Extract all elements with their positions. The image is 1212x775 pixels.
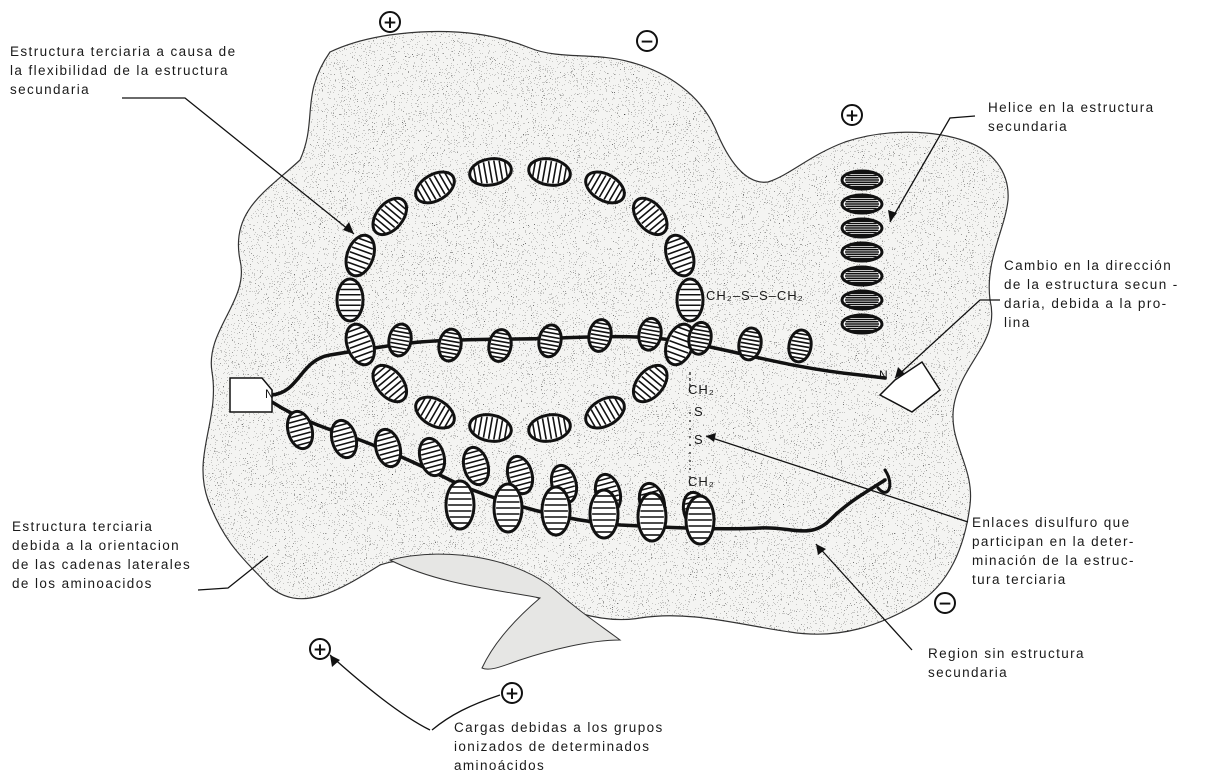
helix-turn xyxy=(842,219,882,237)
helix-turn xyxy=(677,279,703,321)
plus-charge-icon: + xyxy=(379,11,401,33)
helix-turn xyxy=(842,267,882,285)
protein-globule xyxy=(180,20,1040,669)
plus-charge-icon: + xyxy=(841,104,863,126)
bridge-s-1: S xyxy=(694,404,704,419)
helix-turn xyxy=(842,315,882,333)
helix-turn xyxy=(542,487,570,535)
minus-charge-icon: − xyxy=(934,592,956,614)
n-terminal-left-label: N xyxy=(265,387,274,401)
label-side-chain-orientation: Estructura terciaria debida a la orienta… xyxy=(12,517,191,593)
bridge-ch2-bottom: CH₂ xyxy=(688,474,715,489)
minus-charge-icon: − xyxy=(636,30,658,52)
label-region-without-secondary: Region sin estructura secundaria xyxy=(928,644,1085,682)
helix-turn xyxy=(842,195,882,213)
label-ionized-charges: Cargas debidas a los grupos ionizados de… xyxy=(454,718,664,775)
bridge-s-2: S xyxy=(694,432,704,447)
label-disulfide-bonds: Enlaces disulfuro que participan en la d… xyxy=(972,513,1135,589)
helix-turn xyxy=(337,279,363,321)
helix-turn xyxy=(446,481,474,529)
label-proline-direction-change: Cambio en la dirección de la estructura … xyxy=(1004,256,1179,332)
bridge-ch2-top: CH₂ xyxy=(688,382,715,397)
label-helix: Helice en la estructura secundaria xyxy=(988,98,1155,136)
disulfide-bridge-horizontal: CH₂–S–S–CH₂ xyxy=(706,288,804,303)
helix-turn xyxy=(686,496,714,544)
helix-turn xyxy=(842,243,882,261)
helix-turn xyxy=(590,490,618,538)
plus-charge-icon: + xyxy=(309,638,331,660)
helix-turn xyxy=(494,484,522,532)
helix-turn xyxy=(842,171,882,189)
n-terminal-right-label: N xyxy=(879,368,888,382)
plus-charge-icon: + xyxy=(501,682,523,704)
label-tertiary-flexibility: Estructura terciaria a causa de la flexi… xyxy=(10,42,237,99)
helix-turn xyxy=(842,291,882,309)
helix-turn xyxy=(638,493,666,541)
